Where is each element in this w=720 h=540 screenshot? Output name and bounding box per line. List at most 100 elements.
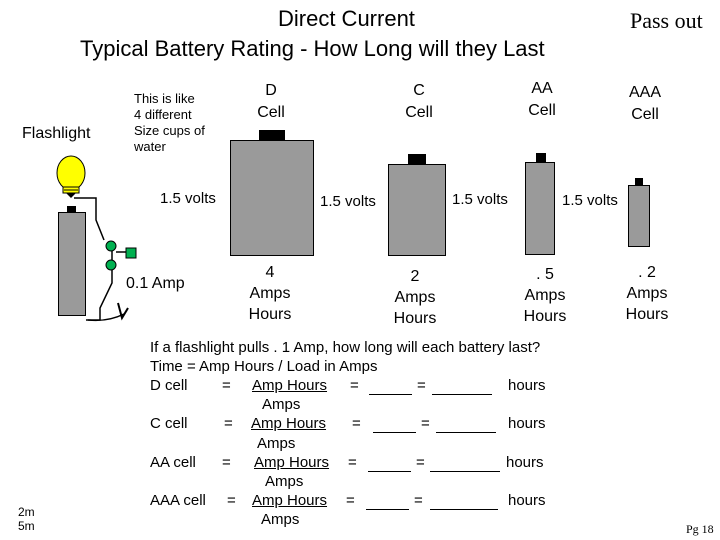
equals-sign: = <box>346 492 355 509</box>
d-row-answer-blank[interactable] <box>369 380 412 395</box>
d-cell-battery <box>230 140 314 256</box>
battery-name: Cell <box>528 102 556 119</box>
title-line-2: Typical Battery Rating - How Long will t… <box>80 36 545 61</box>
aaa-cell-volts: 1.5 volts <box>562 192 618 209</box>
c-cell-label: C Cell <box>396 80 442 124</box>
aaa-row-result-blank[interactable] <box>430 495 498 510</box>
flashlight-label: Flashlight <box>22 125 91 142</box>
rating-line: . 2 <box>638 264 656 281</box>
rating-line: Amps <box>626 285 668 302</box>
c-cell-volts: 1.5 volts <box>320 193 376 210</box>
equals-sign: = <box>421 415 430 432</box>
aa-cell-rating: . 5 Amps Hours <box>514 264 576 327</box>
d-row-label: D cell <box>150 377 188 394</box>
aaa-cell-rating: . 2 Amps Hours <box>616 262 678 325</box>
pass-out-label: Pass out <box>630 8 703 33</box>
aaa-row-denominator: Amps <box>261 511 300 528</box>
rating-line: Hours <box>248 306 292 323</box>
c-row-numerator: Amp Hours <box>251 415 327 432</box>
switch-contact-icon <box>125 247 137 259</box>
cups-note-line: This is like <box>134 91 195 106</box>
switch-contact-icon <box>105 240 117 252</box>
battery-terminal <box>408 154 426 164</box>
d-row-denominator: Amps <box>262 396 301 413</box>
rating-line: Amps <box>249 285 291 302</box>
switch-contact-icon <box>105 259 117 271</box>
rating-line: Hours <box>625 306 669 323</box>
c-row-label: C cell <box>150 415 188 432</box>
hours-unit: hours <box>508 415 546 432</box>
battery-name: C <box>413 82 425 99</box>
equals-sign: = <box>350 377 359 394</box>
c-row-answer-blank[interactable] <box>373 418 416 433</box>
time-note: 5m <box>18 519 35 533</box>
equals-sign: = <box>222 454 231 471</box>
light-bulb-icon <box>56 155 86 198</box>
aaa-row-label: AAA cell <box>150 492 206 509</box>
battery-name: AAA <box>628 84 661 101</box>
rating-line: Hours <box>523 308 567 325</box>
rating-line: Amps <box>394 289 436 306</box>
c-row-denominator: Amps <box>257 435 296 452</box>
battery-name: Cell <box>631 106 659 123</box>
battery-name: AA <box>531 80 553 97</box>
rating-line: 4 <box>265 264 275 281</box>
equals-sign: = <box>227 492 236 509</box>
battery-terminal <box>536 153 546 162</box>
cups-note: This is like 4 different Size cups of wa… <box>134 91 205 155</box>
aa-row-label: AA cell <box>150 454 196 471</box>
aaa-row-answer-blank[interactable] <box>366 495 409 510</box>
equals-sign: = <box>352 415 361 432</box>
d-cell-rating: 4 Amps Hours <box>240 262 300 325</box>
c-cell-battery <box>388 164 446 256</box>
c-row-result-blank[interactable] <box>436 418 496 433</box>
cups-note-line: 4 different <box>134 107 192 122</box>
equals-sign: = <box>416 454 425 471</box>
cups-note-line: Size cups of <box>134 123 205 138</box>
time-note: 2m <box>18 505 35 519</box>
rating-line: Hours <box>393 310 437 327</box>
hours-unit: hours <box>506 454 544 471</box>
d-cell-label: D Cell <box>250 80 292 124</box>
equals-sign: = <box>417 377 426 394</box>
amp-label: 0.1 Amp <box>126 275 185 292</box>
d-cell-volts: 1.5 volts <box>160 190 216 207</box>
battery-terminal <box>635 178 643 185</box>
time-notes: 2m 5m <box>18 505 35 533</box>
rating-line: Amps <box>524 287 566 304</box>
aa-row-answer-blank[interactable] <box>368 457 411 472</box>
battery-name: Cell <box>405 104 433 121</box>
c-cell-rating: 2 Amps Hours <box>385 266 445 329</box>
aa-cell-label: AA Cell <box>520 78 564 122</box>
arrow-icon <box>117 302 129 321</box>
d-row-numerator: Amp Hours <box>252 377 328 394</box>
battery-terminal <box>259 130 285 140</box>
hours-unit: hours <box>508 377 546 394</box>
d-row-result-blank[interactable] <box>432 380 492 395</box>
page-number: Pg 18 <box>686 522 714 536</box>
aa-cell-battery <box>525 162 555 255</box>
aaa-cell-label: AAA Cell <box>620 82 670 126</box>
battery-terminal <box>67 206 76 212</box>
battery-name: Cell <box>257 104 285 121</box>
hours-unit: hours <box>508 492 546 509</box>
flashlight-battery <box>58 212 86 316</box>
formula: Time = Amp Hours / Load in Amps <box>150 358 378 375</box>
aa-row-result-blank[interactable] <box>430 457 500 472</box>
equals-sign: = <box>414 492 423 509</box>
aaa-row-numerator: Amp Hours <box>252 492 328 509</box>
aa-row-denominator: Amps <box>265 473 304 490</box>
rating-line: . 5 <box>536 266 554 283</box>
equals-sign: = <box>348 454 357 471</box>
aa-cell-volts: 1.5 volts <box>452 191 508 208</box>
rating-line: 2 <box>410 268 420 285</box>
aaa-cell-battery <box>628 185 650 247</box>
title-line-1: Direct Current <box>278 6 415 31</box>
battery-name: D <box>265 82 277 99</box>
equals-sign: = <box>224 415 233 432</box>
cups-note-line: water <box>134 139 166 154</box>
equals-sign: = <box>222 377 231 394</box>
question-intro: If a flashlight pulls . 1 Amp, how long … <box>150 339 541 356</box>
aa-row-numerator: Amp Hours <box>254 454 330 471</box>
